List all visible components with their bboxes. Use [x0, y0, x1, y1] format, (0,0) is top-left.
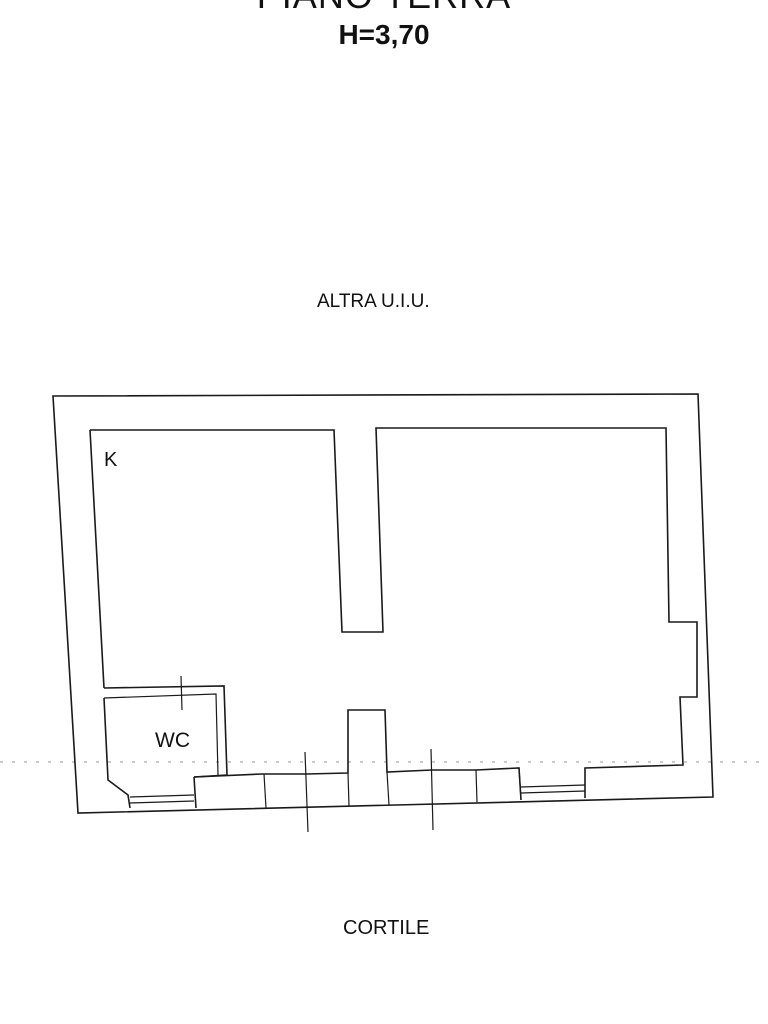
front-wall — [193, 709, 522, 801]
inner-wall-outline — [90, 427, 698, 798]
door-mark-center-right — [430, 748, 434, 831]
courtyard-label: CORTILE — [343, 917, 430, 939]
floor-title: PIANO TERRA — [0, 0, 768, 14]
outer-wall — [52, 393, 714, 814]
door-mark-center-left — [304, 751, 309, 833]
front-wall-segment — [193, 776, 197, 809]
wc-door-mark — [180, 675, 183, 711]
wc-wall-left — [103, 697, 131, 809]
kitchen-label: K — [104, 449, 118, 471]
neighbor-unit-label: ALTRA U.I.U. — [317, 291, 430, 312]
ceiling-height-label: H=3,70 — [338, 19, 430, 50]
wc-label: WC — [155, 729, 190, 752]
front-wall-joint-3 — [386, 771, 390, 806]
front-wall-joint-2 — [347, 772, 350, 807]
front-wall-joint-4 — [475, 769, 478, 803]
inner-wall-left — [89, 429, 105, 689]
window-right — [520, 784, 586, 794]
window-left — [129, 794, 195, 804]
front-wall-joint-1 — [263, 773, 267, 809]
front-wall-joint-5 — [518, 767, 522, 801]
wc-inner-wall — [103, 693, 219, 776]
